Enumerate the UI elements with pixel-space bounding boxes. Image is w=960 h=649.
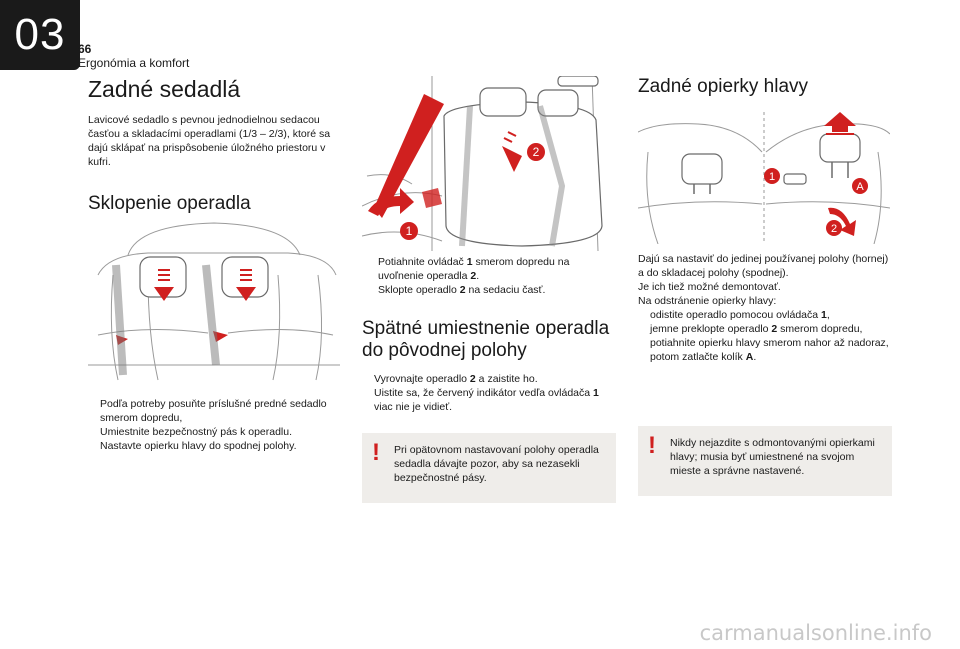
chapter-tab: 03	[0, 0, 80, 70]
list-item: Sklopte operadlo 2 na sedaciu časť.	[378, 284, 546, 296]
section-title: Ergonómia a komfort	[78, 56, 190, 70]
list-item: Umiestnite bezpečnostný pás k operadlu.	[100, 426, 293, 438]
headrest-instructions: Dajú sa nastaviť do jedinej používanej p…	[638, 252, 894, 364]
list-item: jemne preklopte operadlo 2 smerom dopred…	[650, 323, 863, 335]
fold-steps: Potiahnite ovládač 1 smerom dopredu na u…	[366, 255, 611, 297]
rear-seat-illustration	[88, 215, 340, 385]
seat-folding-illustration: 1 2	[362, 76, 616, 252]
label-1: 1	[769, 171, 775, 183]
return-section: Spätné umiestnenie operadla do pôvodnej …	[362, 318, 612, 414]
list-item: Nastavte opierku hlavy do spodnej polohy…	[100, 440, 297, 452]
label-2: 2	[831, 223, 837, 235]
warning-icon: !	[648, 432, 656, 459]
watermark: carmanualsonline.info	[699, 621, 932, 645]
headrest-para-2: Je ich tiež možné demontovať.	[638, 281, 781, 293]
label-a: A	[856, 181, 864, 193]
warning-icon: !	[372, 439, 380, 466]
list-item: odistite operadlo pomocou ovládača 1,	[650, 309, 830, 321]
column-rear-seats: Zadné sedadlá Lavicové sedadlo s pevnou …	[88, 76, 348, 215]
headrests-title: Zadné opierky hlavy	[638, 76, 809, 97]
headrest-warning: ! Nikdy nejazdite s odmontovanými opierk…	[638, 426, 892, 496]
rear-seats-title: Zadné sedadlá	[88, 76, 241, 102]
list-item: potiahnite opierku hlavy smerom nahor až…	[650, 337, 889, 349]
folding-subtitle: Sklopenie operadla	[88, 193, 251, 214]
folding-steps: Podľa potreby posuňte príslušné predné s…	[88, 397, 350, 453]
seatbelt-warning: ! Pri opätovnom nastavovaní polohy opera…	[362, 433, 616, 503]
headrest-para-3: Na odstránenie opierky hlavy:	[638, 295, 777, 307]
rear-seats-intro: Lavicové sedadlo s pevnou jednodielnou s…	[88, 114, 331, 168]
headrest-illustration: 1 A 2	[638, 112, 890, 244]
list-item: Vyrovnajte operadlo 2 a zaistite ho.	[374, 373, 538, 385]
list-item: Uistite sa, že červený indikátor vedľa o…	[374, 387, 599, 413]
headrests-section: Zadné opierky hlavy	[638, 76, 892, 98]
list-item: Podľa potreby posuňte príslušné predné s…	[100, 398, 327, 424]
list-item: potom zatlačte kolík A.	[650, 351, 757, 363]
headrest-para-1: Dajú sa nastaviť do jedinej používanej p…	[638, 253, 889, 279]
list-item: Potiahnite ovládač 1 smerom dopredu na u…	[378, 256, 570, 282]
warning-text: Pri opätovnom nastavovaní polohy operadl…	[394, 444, 599, 484]
page-number: 66	[78, 42, 92, 56]
label-2: 2	[533, 145, 540, 159]
label-1: 1	[406, 224, 413, 238]
return-subtitle: Spätné umiestnenie operadla do pôvodnej …	[362, 318, 610, 361]
warning-text: Nikdy nejazdite s odmontovanými opierkam…	[670, 437, 875, 477]
